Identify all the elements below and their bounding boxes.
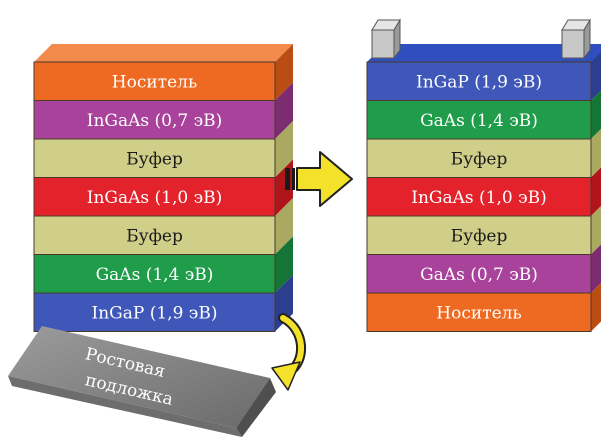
right-layer-3 (366, 177, 592, 217)
left-layer-side-0 (275, 44, 293, 101)
right-layer-1 (366, 100, 592, 140)
transfer-arrow (285, 151, 353, 207)
right-layer-label-2: Буфер (451, 149, 508, 169)
left-layer-label-2: Буфер (126, 149, 183, 169)
left-layer-label-0: Носитель (112, 72, 197, 92)
left-contact (371, 18, 401, 60)
right-layer-label-3: InGaAs (1,0 эВ) (411, 188, 547, 208)
left-layer-label-3: InGaAs (1,0 эВ) (87, 188, 223, 208)
substrate-front-face (8, 376, 242, 437)
growth-substrate: Ростовая подложка (8, 326, 276, 437)
right-contact (561, 18, 591, 60)
right-layer-side-3 (591, 167, 601, 216)
left-layer-side-5 (275, 236, 293, 293)
left-layer-2 (33, 138, 276, 178)
right-layer-label-0: InGaP (1,9 эВ) (416, 72, 542, 92)
left-layer-4 (33, 215, 276, 255)
left-layer-1 (33, 100, 276, 140)
right-layer-side-1 (591, 90, 601, 139)
right-layer-side-4 (591, 206, 601, 255)
right-layer-label-1: GaAs (1,4 эВ) (420, 111, 538, 131)
right-stack-top-face (367, 44, 601, 62)
right-layer-side-0 (591, 52, 601, 101)
right-layer-5 (366, 254, 592, 294)
left-layer-label-6: InGaP (1,9 эВ) (92, 303, 218, 323)
right-layer-side-2 (591, 129, 601, 178)
right-layer-side-5 (591, 244, 601, 293)
right-layer-side-6 (591, 283, 601, 332)
left-layer-0 (33, 61, 276, 101)
right-layer-6 (366, 292, 592, 332)
substrate-side-face (236, 378, 276, 437)
right-layer-label-6: Носитель (436, 303, 521, 323)
left-layer-3 (33, 177, 276, 217)
left-layer-5 (33, 254, 276, 294)
left-layer-side-4 (275, 198, 293, 255)
left-layer-side-2 (275, 121, 293, 178)
left-layer-label-4: Буфер (126, 226, 183, 246)
right-layer-label-4: Буфер (451, 226, 508, 246)
substrate-top-face (8, 326, 270, 428)
left-layer-label-1: InGaAs (0,7 эВ) (87, 111, 223, 131)
left-layer-side-1 (275, 82, 293, 139)
curved-arrow (271, 313, 307, 391)
right-layer-label-5: GaAs (0,7 эВ) (420, 265, 538, 285)
left-stack-top-face (34, 44, 293, 62)
left-layer-label-5: GaAs (1,4 эВ) (96, 265, 214, 285)
right-layer-2 (366, 138, 592, 178)
left-layer-6 (33, 292, 276, 332)
